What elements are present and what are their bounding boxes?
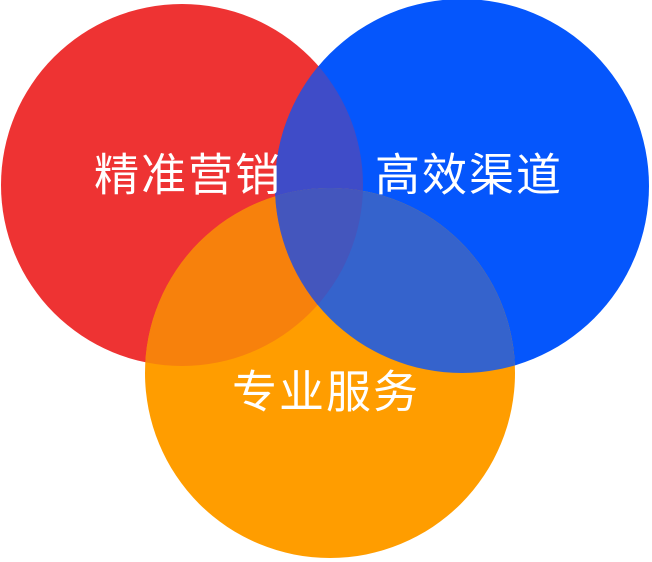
label-professional-services: 专业服务 — [231, 366, 421, 418]
overlap-blue-orange — [275, 188, 515, 373]
overlap-red-orange — [145, 188, 363, 366]
label-precision-marketing: 精准营销 — [93, 149, 283, 201]
label-efficient-channels: 高效渠道 — [374, 149, 564, 201]
